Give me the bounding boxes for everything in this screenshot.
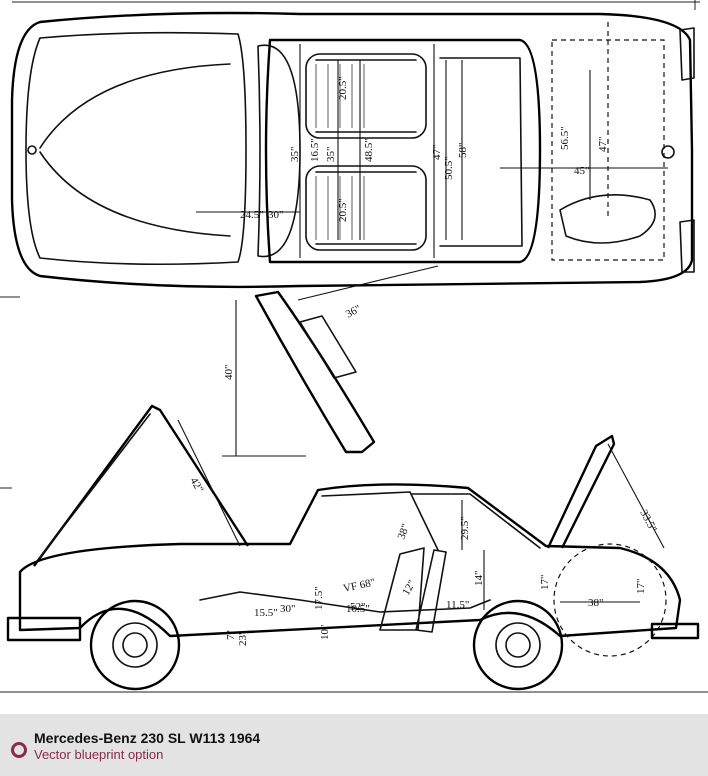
rear-bumper (650, 622, 700, 640)
fuel-cap-top (661, 145, 675, 159)
dim-label: 33.5" (637, 508, 659, 535)
rim (495, 622, 541, 668)
dim-label: 30" (280, 603, 296, 615)
dim-label: 24.5" (240, 209, 264, 221)
open-door-top (254, 290, 376, 454)
seat-hatching (315, 64, 365, 240)
rear-deck (439, 57, 523, 247)
dim-line (177, 419, 241, 547)
windshield-top (257, 44, 301, 258)
top-body-outline (10, 11, 694, 289)
dim-label: 14" (473, 571, 485, 587)
dim-line (297, 265, 439, 301)
dim-label: 38" (396, 522, 413, 541)
dim-label: 12" (400, 578, 418, 597)
dim-label: 17.5" (313, 586, 325, 610)
hood-panel (25, 31, 247, 266)
dim-label: 20.5" (337, 76, 349, 100)
seat-piping (315, 59, 417, 133)
star-emblem-top (27, 145, 37, 155)
hubcap-star (122, 632, 148, 658)
dim-label: 17" (539, 575, 551, 591)
dim-label: 10" (319, 625, 331, 641)
dim-label: 11.5" (446, 599, 469, 611)
hood-inner (37, 413, 151, 561)
door-handle-top (299, 315, 357, 379)
dim-label: 56.5" (559, 126, 571, 150)
dim-label: 40" (223, 365, 235, 381)
rim (112, 622, 158, 668)
caption-bar: Mercedes-Benz 230 SL W113 1964 Vector bl… (0, 714, 708, 776)
side-body-outline (18, 483, 682, 638)
dim-label: 30" (268, 209, 284, 221)
front-bumper (6, 616, 82, 642)
seat-cushion (305, 165, 427, 251)
spare-wheel-top (559, 194, 656, 244)
dim-label: 35" (289, 147, 301, 163)
dim-label: 36" (344, 303, 363, 321)
open-hood (33, 404, 250, 567)
seat-upper (305, 53, 427, 139)
dim-label: 48.5" (363, 138, 375, 162)
seat-lower (305, 165, 427, 251)
dim-label: VF 68" (342, 576, 376, 594)
dim-label: 52" (350, 601, 366, 613)
caption-subtitle[interactable]: Vector blueprint option (34, 747, 164, 762)
floor-line (199, 591, 491, 613)
dim-label: 15.5" (254, 607, 278, 619)
dim-label: 23" (237, 631, 249, 647)
hood-bulge (39, 63, 231, 237)
seat-side (379, 547, 447, 633)
dim-label: 47" (431, 145, 443, 161)
ring-icon (11, 742, 27, 758)
dim-label: 47" (597, 137, 609, 153)
dim-label: 16.5" (309, 138, 321, 162)
front-wheel (89, 599, 181, 691)
roof-window (321, 491, 541, 551)
trunk-dashed-outline (551, 39, 665, 261)
seat-piping (315, 171, 417, 245)
dim-label: 10.5" (346, 603, 370, 615)
dim-label: 7" (225, 630, 237, 640)
side-view: 42" 33.5" 38" 29.5" 14" 17" 17" 38" 12" … (6, 404, 700, 691)
hubcap-star (505, 632, 531, 658)
dim-label: 17" (635, 579, 647, 595)
tire (472, 599, 564, 691)
top-view: 20.5" 20.5" 48.5" 35" 16.5" 35" 47" 50.5… (10, 11, 695, 454)
cockpit-outline (264, 38, 542, 264)
dim-label: 58" (457, 143, 469, 159)
tire (89, 599, 181, 691)
dim-label: 42" (187, 476, 205, 495)
blueprint-drawing: 20.5" 20.5" 48.5" 35" 16.5" 35" 47" 50.5… (0, 0, 708, 693)
seat-cushion (305, 53, 427, 139)
spare-wheel-side (553, 543, 667, 657)
dim-label: 38" (588, 597, 604, 609)
caption-title[interactable]: Mercedes-Benz 230 SL W113 1964 (34, 730, 261, 746)
dim-label: 50.5" (443, 156, 455, 180)
rear-wheel (472, 599, 564, 691)
dim-label: 35" (325, 147, 337, 163)
blueprint-svg: 20.5" 20.5" 48.5" 35" 16.5" 35" 47" 50.5… (0, 0, 708, 693)
open-trunk-lid (546, 434, 616, 549)
dim-label: 45" (574, 165, 590, 177)
dim-label: 29.5" (459, 516, 471, 540)
rear-bumpers-top (679, 27, 695, 273)
dim-line (607, 443, 665, 549)
dim-label: 20.5" (337, 198, 349, 222)
